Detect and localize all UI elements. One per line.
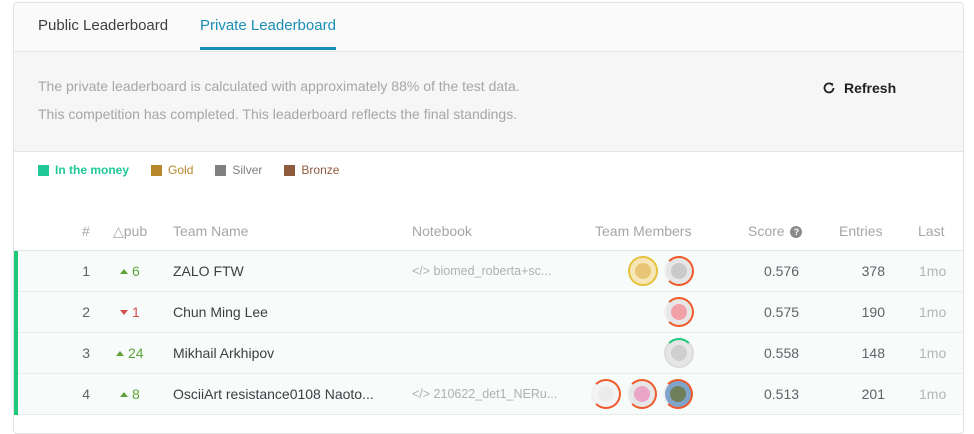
last-submission: 1mo bbox=[919, 345, 947, 361]
medal-legend: In the money Gold Silver Bronze bbox=[38, 163, 339, 177]
refresh-icon bbox=[823, 82, 835, 94]
notebook-link[interactable]: </> biomed_roberta+sc... bbox=[412, 264, 552, 278]
entries: 148 bbox=[861, 345, 885, 361]
col-entries[interactable]: Entries bbox=[839, 223, 883, 239]
score: 0.575 bbox=[764, 304, 800, 320]
col-notebook: Notebook bbox=[412, 223, 472, 239]
active-tab-indicator bbox=[200, 47, 336, 50]
score: 0.576 bbox=[764, 263, 800, 279]
entries: 190 bbox=[861, 304, 885, 320]
tab-bar: Public Leaderboard Private Leaderboard bbox=[14, 3, 963, 52]
arrow-up-icon bbox=[120, 391, 128, 397]
legend-gold: Gold bbox=[151, 163, 193, 177]
col-score-label: Score bbox=[748, 223, 785, 239]
member-avatar[interactable] bbox=[664, 297, 694, 327]
legend-swatch bbox=[284, 164, 296, 176]
col-delta-pub[interactable]: △pub bbox=[113, 223, 148, 239]
team-members bbox=[591, 379, 693, 409]
team-name[interactable]: ZALO FTW bbox=[173, 263, 244, 279]
delta-value: 1 bbox=[132, 304, 140, 320]
table-row[interactable]: 4 8 OsciiArt resistance0108 Naoto... </>… bbox=[14, 374, 963, 415]
legend-swatch bbox=[215, 164, 227, 176]
arrow-up-icon bbox=[120, 268, 128, 274]
member-avatar[interactable] bbox=[627, 379, 657, 409]
rank: 2 bbox=[82, 304, 90, 320]
tab-public-leaderboard[interactable]: Public Leaderboard bbox=[38, 17, 169, 34]
last-submission: 1mo bbox=[919, 263, 947, 279]
score: 0.558 bbox=[764, 345, 800, 361]
table-header: # △pub Team Name Notebook Team Members S… bbox=[14, 223, 963, 251]
member-avatar[interactable] bbox=[628, 256, 658, 286]
team-name[interactable]: Chun Ming Lee bbox=[173, 304, 268, 320]
legend-swatch bbox=[38, 164, 49, 176]
team-name[interactable]: Mikhail Arkhipov bbox=[173, 345, 275, 361]
info-line-2: This competition has completed. This lea… bbox=[38, 106, 518, 122]
entries: 378 bbox=[861, 263, 885, 279]
team-members bbox=[628, 256, 694, 286]
entries: 201 bbox=[861, 386, 885, 402]
team-members bbox=[664, 297, 694, 327]
refresh-label: Refresh bbox=[844, 80, 897, 96]
rank: 1 bbox=[82, 263, 90, 279]
col-team-members: Team Members bbox=[595, 223, 692, 239]
question-circle-icon[interactable]: ? bbox=[790, 226, 803, 238]
leaderboard-card: Public Leaderboard Private Leaderboard T… bbox=[13, 2, 964, 434]
member-avatar[interactable] bbox=[664, 256, 694, 286]
delta-pub: 1 bbox=[120, 304, 140, 320]
arrow-up-icon bbox=[116, 350, 124, 356]
delta-pub: 24 bbox=[116, 345, 144, 361]
tab-private-leaderboard[interactable]: Private Leaderboard bbox=[200, 17, 336, 34]
refresh-button[interactable]: Refresh bbox=[822, 80, 896, 96]
score: 0.513 bbox=[764, 386, 800, 402]
col-rank[interactable]: # bbox=[82, 223, 90, 239]
legend-label: Gold bbox=[168, 163, 194, 177]
info-line-1: The private leaderboard is calculated wi… bbox=[38, 78, 520, 94]
last-submission: 1mo bbox=[919, 304, 947, 320]
team-members bbox=[664, 338, 694, 368]
delta-pub: 6 bbox=[120, 263, 140, 279]
legend-label: Silver bbox=[232, 163, 263, 177]
notebook-link[interactable]: </> 210622_det1_NERu... bbox=[412, 387, 558, 401]
legend-label: In the money bbox=[55, 163, 130, 177]
rank: 3 bbox=[82, 345, 90, 361]
table-row[interactable]: 2 1 Chun Ming Lee 0.575 190 1mo bbox=[14, 292, 963, 333]
table-row[interactable]: 3 24 Mikhail Arkhipov 0.558 148 1mo bbox=[14, 333, 963, 374]
col-score[interactable]: Score ? bbox=[748, 223, 803, 239]
member-avatar[interactable] bbox=[664, 338, 694, 368]
table-row[interactable]: 1 6 ZALO FTW </> biomed_roberta+sc... 0.… bbox=[14, 251, 963, 292]
delta-pub: 8 bbox=[120, 386, 140, 402]
legend-silver: Silver bbox=[215, 163, 262, 177]
legend-bronze: Bronze bbox=[284, 163, 339, 177]
team-name[interactable]: OsciiArt resistance0108 Naoto... bbox=[173, 386, 374, 402]
delta-value: 8 bbox=[132, 386, 140, 402]
arrow-down-icon bbox=[120, 309, 128, 315]
col-team-name[interactable]: Team Name bbox=[173, 223, 249, 239]
member-avatar[interactable] bbox=[591, 379, 621, 409]
col-last[interactable]: Last bbox=[918, 223, 945, 239]
delta-value: 24 bbox=[128, 345, 144, 361]
legend-in-the-money: In the money bbox=[38, 163, 129, 177]
legend-label: Bronze bbox=[301, 163, 340, 177]
info-panel: The private leaderboard is calculated wi… bbox=[14, 52, 963, 152]
delta-value: 6 bbox=[132, 263, 140, 279]
rank: 4 bbox=[82, 386, 90, 402]
legend-swatch bbox=[151, 164, 163, 176]
member-avatar[interactable] bbox=[663, 379, 693, 409]
last-submission: 1mo bbox=[919, 386, 947, 402]
